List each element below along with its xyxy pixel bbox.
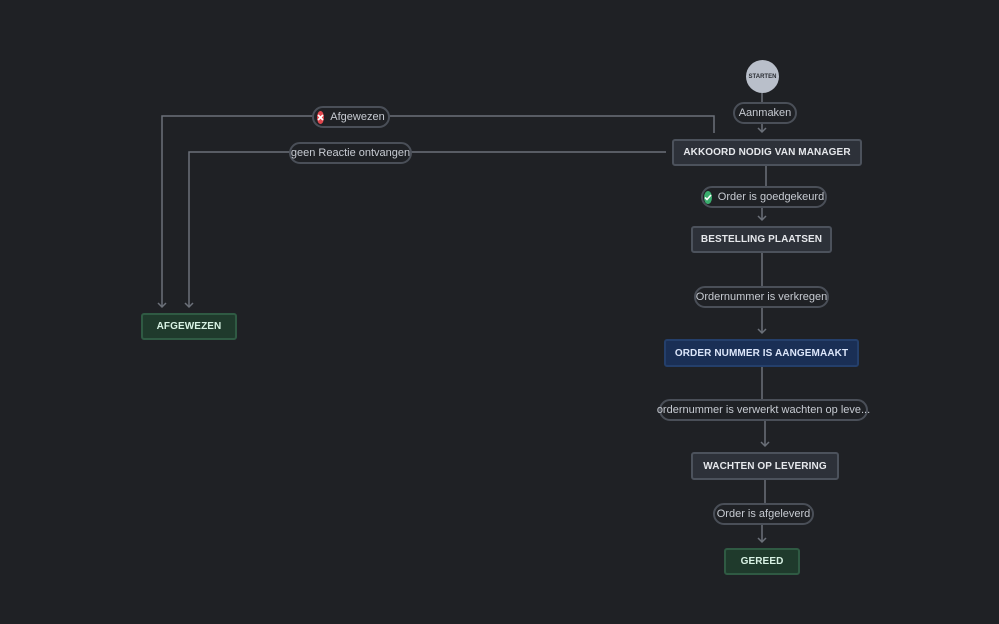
check-circle-icon <box>703 190 712 204</box>
transition-geen-reactie-label: geen Reactie ontvangen <box>290 147 411 159</box>
connector-akkoord-timeout <box>184 151 666 309</box>
node-bestelling-plaatsen[interactable]: BESTELLING PLAATSEN <box>691 226 832 253</box>
transition-aanmaken[interactable]: Aanmaken <box>733 102 797 124</box>
connector-akkoord-afgewezen <box>157 115 715 309</box>
transition-ordernummer-verkregen[interactable]: Ordernummer is verkregen <box>694 286 829 308</box>
transition-verkregen-label: Ordernummer is verkregen <box>695 291 828 303</box>
transition-afgeleverd-label: Order is afgeleverd <box>716 508 811 520</box>
transition-geen-reactie[interactable]: geen Reactie ontvangen <box>289 142 412 164</box>
transition-afgewezen[interactable]: Afgewezen <box>312 106 390 128</box>
node-gereed[interactable]: GEREED <box>724 548 800 575</box>
node-wachten-op-levering[interactable]: WACHTEN OP LEVERING <box>691 452 839 480</box>
transition-afgewezen-label: Afgewezen <box>330 111 385 123</box>
transition-goedgekeurd[interactable]: Order is goedgekeurd <box>701 186 827 208</box>
start-node[interactable]: STARTEN <box>746 60 779 93</box>
transition-afgeleverd[interactable]: Order is afgeleverd <box>713 503 814 525</box>
transition-verwerkt-label: ordernummer is verwerkt wachten op leve.… <box>656 404 871 416</box>
transition-aanmaken-label: Aanmaken <box>738 107 792 119</box>
transition-goedgekeurd-label: Order is goedgekeurd <box>717 191 825 203</box>
node-afgewezen[interactable]: AFGEWEZEN <box>141 313 237 340</box>
transition-ordernummer-verwerkt[interactable]: ordernummer is verwerkt wachten op leve.… <box>656 399 871 421</box>
node-akkoord-nodig[interactable]: AKKOORD NODIG VAN MANAGER <box>672 139 862 166</box>
node-ordernummer-aangemaakt[interactable]: ORDER NUMMER IS AANGEMAAKT <box>664 339 859 367</box>
x-circle-icon <box>317 110 325 124</box>
